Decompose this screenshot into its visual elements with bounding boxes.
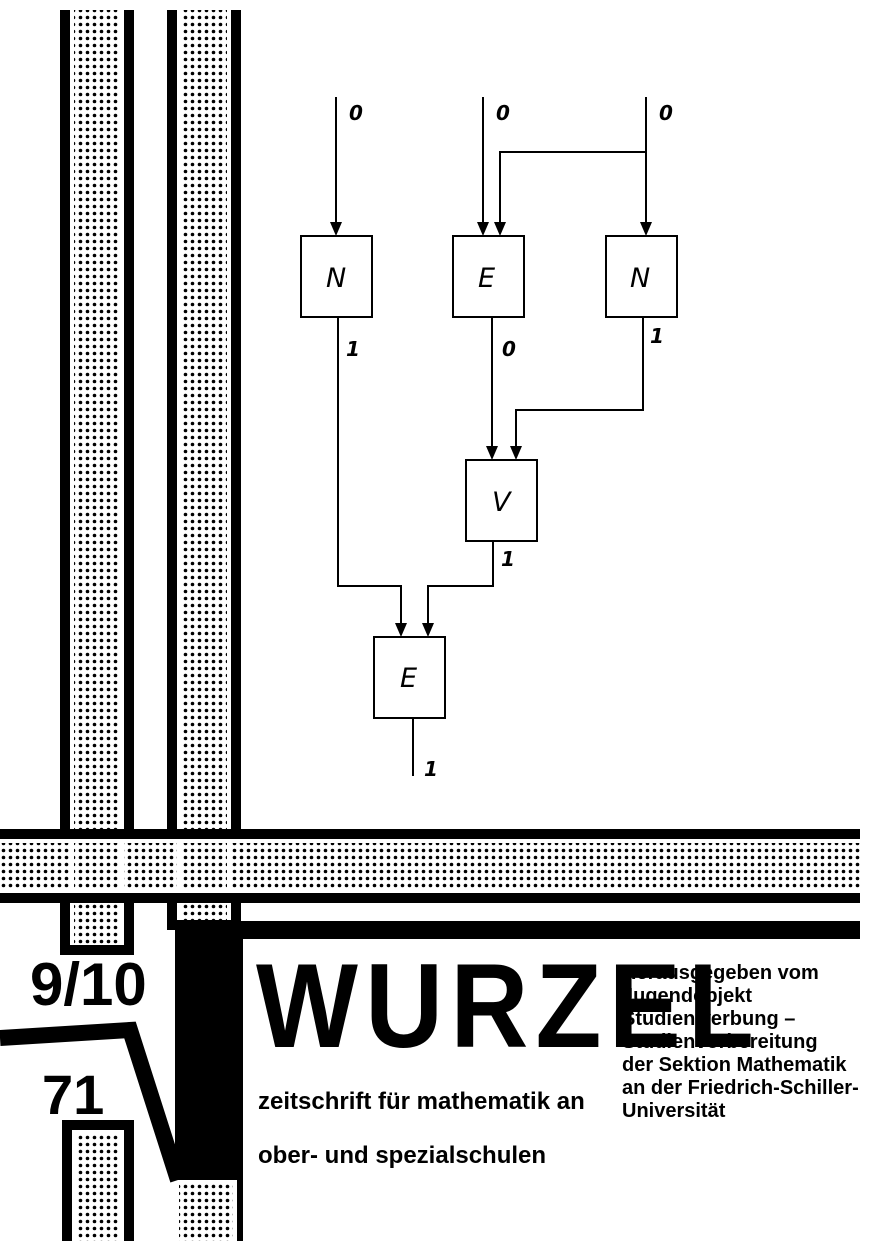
- gate-label-4: V: [492, 487, 513, 518]
- publisher-info: Herausgegeben vom Jugendobjekt Studienwe…: [622, 962, 867, 1123]
- publisher-line: Universität: [622, 1100, 726, 1122]
- publisher-line: an der Friedrich-Schiller-: [622, 1077, 859, 1099]
- gate-label-2: E: [478, 263, 495, 294]
- gate-output-3: 1: [650, 324, 664, 348]
- gate-box-4: [465, 459, 538, 542]
- tape-strips: [0, 10, 860, 1241]
- gate-box-1: [300, 235, 373, 318]
- gate-output-5: 1: [424, 757, 438, 781]
- gate-output-1: 1: [346, 337, 360, 361]
- issue-year: 71: [42, 1063, 105, 1126]
- logic-diagram: [300, 97, 678, 776]
- input-label-3: 0: [659, 101, 673, 125]
- gate-box-3: [605, 235, 678, 318]
- subtitle-line-1: zeitschrift für mathematik an: [258, 1088, 585, 1115]
- gate-label-1: N: [326, 263, 346, 294]
- gate-output-4: 1: [501, 547, 515, 571]
- publisher-line: Studienvorbereitung: [622, 1031, 818, 1053]
- input-label-2: 0: [496, 101, 510, 125]
- gate-label-5: E: [400, 663, 417, 694]
- publisher-line: Jugendobjekt: [622, 985, 753, 1007]
- gate-box-5: [373, 636, 446, 719]
- publisher-line: Studienwerbung –: [622, 1008, 796, 1030]
- gate-box-2: [452, 235, 525, 318]
- subtitle-line-2: ober- und spezialschulen: [258, 1142, 547, 1169]
- gate-label-3: N: [630, 263, 650, 294]
- arrowheads: [330, 222, 652, 637]
- input-label-1: 0: [349, 101, 363, 125]
- magazine-title: WURZEL: [256, 939, 762, 1073]
- publisher-line: Herausgegeben vom: [622, 962, 819, 984]
- publisher-line: der Sektion Mathematik: [622, 1054, 847, 1076]
- gate-output-2: 0: [502, 337, 516, 361]
- issue-number: 9/10: [30, 951, 147, 1018]
